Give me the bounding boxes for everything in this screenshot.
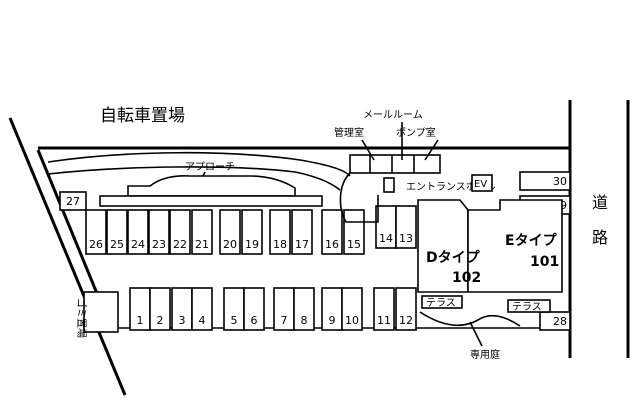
bicycle-parking-label: 自転車置場 (100, 106, 185, 126)
parking-space-13 (395, 205, 417, 249)
private-garden-pointer (469, 321, 483, 347)
parking-number-20: 20 (223, 238, 237, 251)
approach-curve-top (47, 151, 351, 177)
private-garden-boundary (419, 311, 521, 327)
parking-number-1: 1 (137, 314, 144, 327)
entrance-door (383, 177, 395, 193)
parking-number-24: 24 (131, 238, 145, 251)
parking-space-12 (395, 287, 417, 331)
parking-space-15 (343, 209, 365, 255)
parking-number-28: 28 (553, 315, 567, 328)
parking-space-23 (148, 209, 170, 255)
elevator-box (471, 174, 493, 192)
parking-number-4: 4 (199, 314, 206, 327)
parking-number-27: 27 (66, 195, 80, 208)
parking-number-18: 18 (273, 238, 287, 251)
unit-e-type: Eタイプ (505, 233, 558, 249)
parking-space-8 (293, 287, 315, 331)
parking-number-9: 9 (329, 314, 336, 327)
parking-space-22 (169, 209, 191, 255)
terrace-d (421, 295, 463, 309)
bicycle-rack-base (99, 195, 323, 207)
pump-room-pointer (424, 139, 439, 161)
garbage-area-label: ゴミ置場 (75, 298, 88, 338)
approach-curve-bottom (47, 166, 341, 191)
management-room-label: 管理室 (334, 126, 364, 139)
unit-e-outline (467, 199, 563, 293)
road-label-1: 道 (592, 193, 608, 212)
pump-room-label: ポンプ室 (396, 126, 436, 139)
parking-number-12: 12 (399, 314, 413, 327)
private-garden-label: 専用庭 (470, 348, 500, 361)
parking-space-6 (243, 287, 265, 331)
parking-number-8: 8 (301, 314, 308, 327)
parking-number-22: 22 (173, 238, 187, 251)
mail-room-label: メールルーム (363, 109, 423, 121)
terrace-d-label: テラス (426, 297, 456, 309)
parking-number-30: 30 (553, 175, 567, 188)
bicycle-rack-area (127, 175, 296, 197)
parking-number-25: 25 (110, 238, 124, 251)
parking-space-27 (59, 191, 87, 211)
parking-space-4 (191, 287, 213, 331)
parking-number-14: 14 (379, 232, 393, 245)
parking-number-21: 21 (195, 238, 209, 251)
unit-e-number: 101 (530, 254, 559, 270)
parking-space-2 (149, 287, 171, 331)
terrace-e (507, 299, 551, 313)
diagonal-boundary-outer (8, 117, 127, 396)
parking-space-18 (269, 209, 291, 255)
parking-number-15: 15 (347, 238, 361, 251)
parking-space-10 (341, 287, 363, 331)
parking-number-6: 6 (251, 314, 258, 327)
parking-space-17 (291, 209, 313, 255)
parking-number-26: 26 (89, 238, 103, 251)
terrace-e-label: テラス (512, 301, 542, 313)
parking-number-19: 19 (245, 238, 259, 251)
parking-number-17: 17 (295, 238, 309, 251)
approach-label: アプローチ (185, 161, 235, 173)
elevator-label: EV (474, 179, 487, 190)
parking-space-26 (85, 209, 107, 255)
parking-number-16: 16 (325, 238, 339, 251)
entrance-canopy (339, 172, 379, 223)
parking-number-13: 13 (399, 232, 413, 245)
parking-number-7: 7 (281, 314, 288, 327)
road-label-2: 路 (592, 228, 608, 247)
parking-number-23: 23 (152, 238, 166, 251)
parking-number-5: 5 (231, 314, 238, 327)
parking-space-28 (539, 311, 571, 331)
service-rooms-block (349, 154, 441, 174)
parking-space-11 (373, 287, 395, 331)
garbage-area-box (83, 291, 119, 333)
parking-row-upper: 26 25 24 23 22 21 20 19 18 17 16 15 14 13 (85, 205, 417, 255)
unit-d-number: 102 (452, 270, 481, 286)
parking-space-19 (241, 209, 263, 255)
management-room-pointer (361, 139, 375, 161)
parking-space-20 (219, 209, 241, 255)
parking-number-2: 2 (157, 314, 164, 327)
parking-space-24 (127, 209, 149, 255)
parking-number-10: 10 (345, 314, 359, 327)
parking-space-30 (519, 171, 571, 191)
parking-number-11: 11 (377, 314, 391, 327)
parking-space-16 (321, 209, 343, 255)
unit-d-type: Dタイプ (426, 250, 481, 266)
parking-space-25 (106, 209, 128, 255)
parking-space-21 (191, 209, 213, 255)
parking-number-3: 3 (179, 314, 186, 327)
